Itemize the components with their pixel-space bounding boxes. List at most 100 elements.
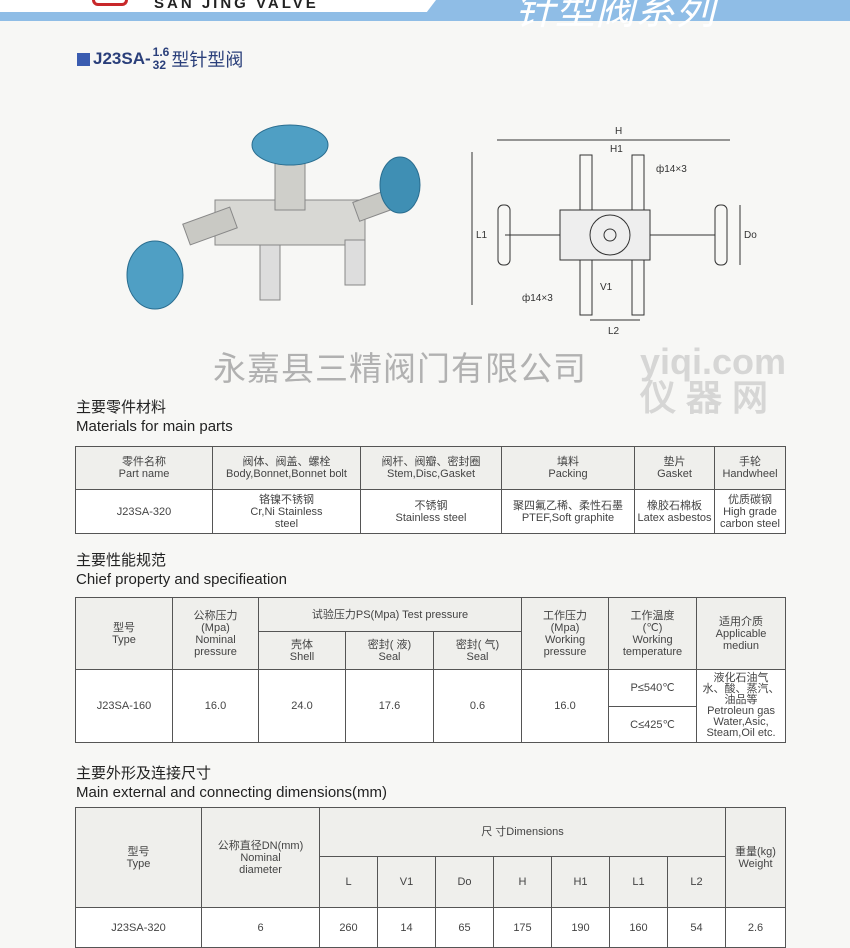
series-title: 针型阀系列 <box>515 0 715 34</box>
cell: 260 <box>319 907 378 948</box>
header-cell: H <box>493 856 552 908</box>
table-header-row: L V1 Do H H1 L1 L2 <box>76 856 786 908</box>
materials-heading: 主要零件材料 Materials for main parts <box>76 398 233 436</box>
cell: 65 <box>435 907 494 948</box>
header-cell: H1 <box>551 856 610 908</box>
cell: 175 <box>493 907 552 948</box>
cell: 6 <box>201 907 320 948</box>
pressure-top: 1.6 <box>152 45 170 59</box>
cell: 24.0 <box>258 669 346 743</box>
company-watermark: 永嘉县三精阀门有限公司 <box>213 349 587 388</box>
header-cell: Do <box>435 856 494 908</box>
table-row: J23SA-160 16.0 24.0 17.6 0.6 16.0 P≤540℃… <box>75 669 787 743</box>
label-h: H <box>615 126 622 137</box>
valve-photo <box>126 124 421 310</box>
header-cell: 密封( 液)Seal <box>345 631 434 670</box>
header-cell: L1 <box>609 856 668 908</box>
cell: 160 <box>609 907 668 948</box>
property-title-en: Chief property and specifieation <box>76 571 287 588</box>
dimensions-title-cn: 主要外形及连接尺寸 <box>76 765 212 782</box>
header-cell: V1 <box>377 856 436 908</box>
cell: 14 <box>377 907 436 948</box>
table-row: C≤425℃ <box>76 706 786 743</box>
header-cell: 尺 寸Dimensions <box>319 807 726 857</box>
cell: 16.0 <box>172 669 259 743</box>
cell: 2.6 <box>725 907 786 948</box>
header-cell: L <box>319 856 378 908</box>
technical-drawing: H H1 ф14×3 ф14×3 V1 L1 L2 Do <box>471 126 757 337</box>
label-phi-bottom: ф14×3 <box>522 292 553 304</box>
product-name: 型针型阀 <box>171 50 244 70</box>
property-title-cn: 主要性能规范 <box>76 552 167 569</box>
cell: J23SA-160 <box>75 669 173 743</box>
header-band-stripe <box>0 12 850 21</box>
property-heading: 主要性能规范 Chief property and specifieation <box>76 551 287 589</box>
label-h1: H1 <box>610 144 623 155</box>
handwheel-top <box>251 124 329 166</box>
header-cell: 试验压力PS(Mpa) Test pressure <box>257 597 523 632</box>
table-row: J23SA-320 6 260 14 65 175 190 160 54 2.6 <box>75 907 786 948</box>
handwheel-left <box>126 240 184 310</box>
site-watermark-en: yiqi.com <box>640 341 787 382</box>
brand-name: SAN JING VALVE <box>154 0 319 12</box>
cell: J23SA-320 <box>75 489 213 534</box>
bullet-square-icon <box>77 52 90 66</box>
handwheel-right <box>379 156 421 214</box>
materials-title-cn: 主要零件材料 <box>76 399 167 416</box>
model-prefix: J23SA- <box>93 49 151 68</box>
header-cell: 密封( 气)Seal <box>432 631 523 670</box>
cell: C≤425℃ <box>608 706 698 743</box>
logo-icon <box>92 0 128 6</box>
cell: 16.0 <box>521 669 610 743</box>
cell: 190 <box>551 907 610 948</box>
materials-title-en: Materials for main parts <box>76 418 233 435</box>
label-v1: V1 <box>600 282 613 293</box>
label-do: Do <box>744 230 757 241</box>
dimensions-heading: 主要外形及连接尺寸 Main external and connecting di… <box>76 764 387 802</box>
cell: J23SA-320 <box>75 907 202 948</box>
cell: 54 <box>667 907 726 948</box>
dimensions-title-en: Main external and connecting dimensions(… <box>76 784 387 801</box>
label-l2: L2 <box>608 326 620 337</box>
label-l1: L1 <box>476 230 488 241</box>
cell: 0.6 <box>432 669 523 743</box>
header-cell: 重量(kg)Weight <box>725 807 786 908</box>
label-phi-top: ф14×3 <box>656 163 687 175</box>
site-watermark-cn: 仪 器 网 <box>640 377 769 418</box>
cell: P≤540℃ <box>608 669 698 707</box>
pressure-bottom: 32 <box>152 58 166 72</box>
cell: 17.6 <box>345 669 434 743</box>
header-cell: L2 <box>667 856 726 908</box>
